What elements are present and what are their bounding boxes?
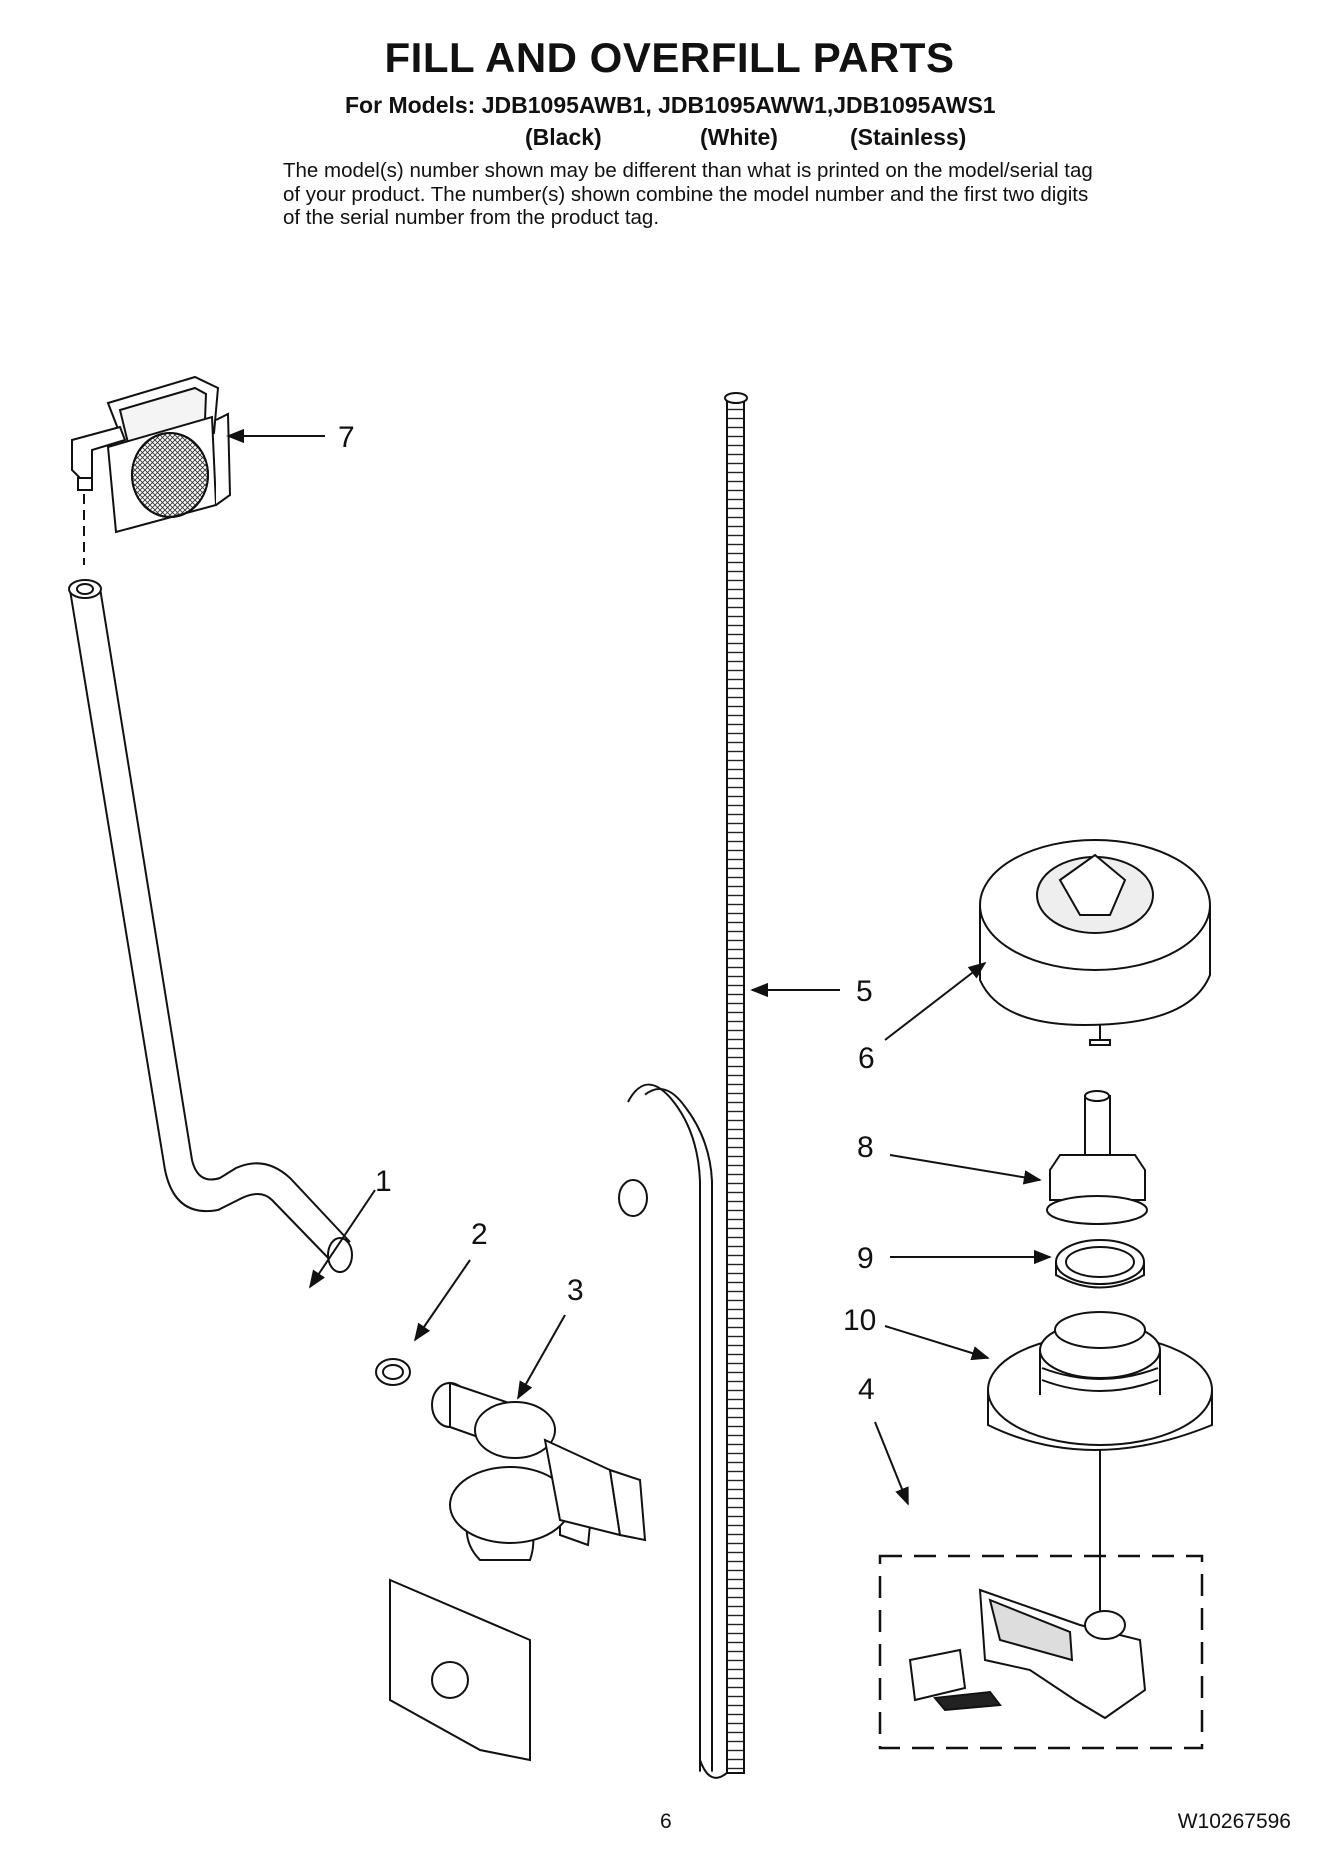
- callout-9: 9: [857, 1242, 874, 1275]
- part-4-overfill-switch: [908, 1588, 1147, 1720]
- page-title: FILL AND OVERFILL PARTS: [384, 34, 955, 81]
- part-5-overfill-tube: [726, 397, 745, 1774]
- callout-8: 8: [857, 1131, 874, 1164]
- callout-6: 6: [858, 1042, 875, 1075]
- leader-arrows: [226, 428, 1052, 1506]
- part-3-wire-harness: [618, 1083, 729, 1779]
- part-1-fill-tube: [68, 579, 353, 1273]
- part-7-vent-funnel: [71, 375, 232, 534]
- models-line: For Models: JDB1095AWB1, JDB1095AWW1,JDB…: [345, 92, 996, 118]
- part-4-dashed-box: [878, 1554, 1204, 1750]
- part-6-float: [979, 839, 1211, 1046]
- callout-5: 5: [856, 975, 873, 1008]
- part-3-inlet-valve: [389, 1381, 647, 1762]
- callout-3: 3: [567, 1274, 584, 1307]
- variant-black: (Black): [525, 124, 602, 150]
- part-8-float-stem: [1046, 1090, 1148, 1225]
- callout-1: 1: [375, 1165, 392, 1198]
- model-number-note: The model(s) number shown may be differe…: [283, 159, 1093, 229]
- part-9-gasket: [1055, 1239, 1145, 1289]
- variant-stainless: (Stainless): [850, 124, 967, 150]
- callout-2: 2: [471, 1218, 488, 1251]
- part-10-float-housing: [987, 1311, 1213, 1451]
- callout-7: 7: [338, 421, 355, 454]
- callout-10: 10: [843, 1304, 876, 1337]
- document-number: W10267596: [1177, 1810, 1291, 1833]
- callout-4: 4: [858, 1373, 875, 1406]
- part-2-hose-clamp: [375, 1358, 411, 1386]
- page-number: 6: [660, 1810, 672, 1833]
- variant-white: (White): [700, 124, 778, 150]
